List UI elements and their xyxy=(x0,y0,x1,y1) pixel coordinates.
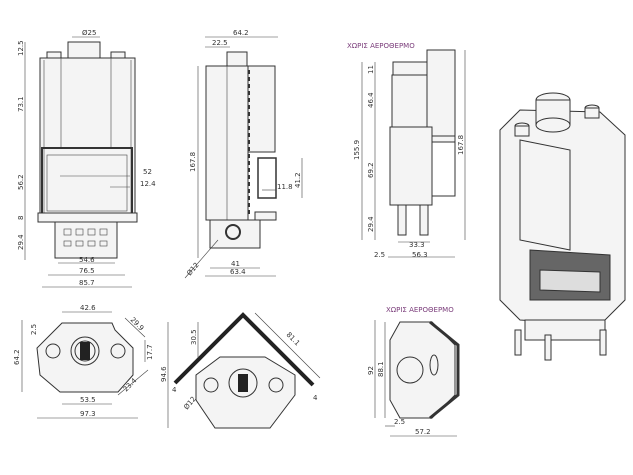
dim-bottom-depth: 63.4 xyxy=(230,268,246,276)
dim-flue-diameter: Ø25 xyxy=(82,29,96,37)
dim-base: 29.4 xyxy=(367,216,375,232)
caption-top: ΧΩΡΙΣ ΑΕΡΟΘΕΡΜΟ xyxy=(347,42,415,50)
dim-flue-offset: 22.5 xyxy=(212,39,228,47)
plan-view-no-heater: ΧΩΡΙΣ ΑΕΡΟΘΕΡΜΟ 92 88.1 2.5 57.2 xyxy=(367,306,460,437)
dim-glass-height: 41.2 xyxy=(294,172,302,188)
dim-top: 12.5 xyxy=(17,40,25,56)
side-view-no-heater: ΧΩΡΙΣ ΑΕΡΟΘΕΡΜΟ 11 46.4 155.9 69.2 29.4 … xyxy=(347,42,466,259)
dim-pipe-diameter: Ø12 xyxy=(185,261,200,277)
dim-side-width: 12.4 xyxy=(140,180,156,188)
dim-sill: 8 xyxy=(17,216,25,220)
dim-offset: 2.5 xyxy=(394,418,405,426)
dim-base: 29.4 xyxy=(17,234,25,250)
dim-offset: 2.5 xyxy=(30,324,38,335)
dim-glass-width: 52 xyxy=(143,168,152,176)
dim-total-width: 97.3 xyxy=(80,410,96,418)
dim-glass-depth: 11.8 xyxy=(277,183,293,191)
dim-width: 56.3 xyxy=(412,251,428,259)
dim-upper: 73.1 xyxy=(17,96,25,112)
dim-total: 155.9 xyxy=(353,140,361,160)
dim-depth: 64.2 xyxy=(13,349,21,365)
dim-front-width: 53.5 xyxy=(80,396,96,404)
dim-back-depth: 30.5 xyxy=(190,329,198,345)
caption-bottom: ΧΩΡΙΣ ΑΕΡΟΘΕΡΜΟ xyxy=(386,306,454,314)
side-view: 64.2 22.5 167.8 41.2 11.8 41 63.4 Ø12 xyxy=(184,29,303,279)
dim-back-width: 42.6 xyxy=(80,304,96,312)
dim-total-depth: 94.6 xyxy=(160,366,168,382)
plan-view-corner: 30.5 81.1 94.6 4 Ø12 4 xyxy=(160,312,321,429)
dim-inner-width: 76.5 xyxy=(79,267,95,275)
dim-gap-right: 4 xyxy=(313,394,318,402)
dim-mid: 69.2 xyxy=(367,162,375,178)
dim-gap: 2.5 xyxy=(374,251,385,259)
plan-view-front: 42.6 29.9 2.5 64.2 17.7 23.4 53.5 97.3 xyxy=(13,304,154,419)
isometric-view xyxy=(499,92,626,361)
dim-base-depth: 41 xyxy=(231,260,240,268)
dim-top: 11 xyxy=(367,65,375,74)
dim-base-width: 54.6 xyxy=(79,256,95,264)
dim-full-height: 167.8 xyxy=(457,135,465,155)
dim-door: 56.2 xyxy=(17,174,25,190)
dim-total-height: 167.8 xyxy=(189,152,197,172)
dim-gap-left: 4 xyxy=(172,386,177,394)
dim-total-width: 85.7 xyxy=(79,279,95,287)
front-view: Ø25 12.5 73.1 56.2 8 29.4 52 12.4 54.6 7… xyxy=(17,29,156,288)
dim-upper: 46.4 xyxy=(367,92,375,108)
dim-base-width: 33.3 xyxy=(409,241,425,249)
dim-width: 57.2 xyxy=(415,428,431,436)
dim-outer-depth: 92 xyxy=(367,366,375,375)
dim-side-width: 64.2 xyxy=(233,29,249,37)
dim-pipe-diameter: Ø12 xyxy=(182,395,197,411)
dim-inner-depth: 88.1 xyxy=(377,361,385,377)
dim-pipe-offset: 17.7 xyxy=(146,344,154,360)
